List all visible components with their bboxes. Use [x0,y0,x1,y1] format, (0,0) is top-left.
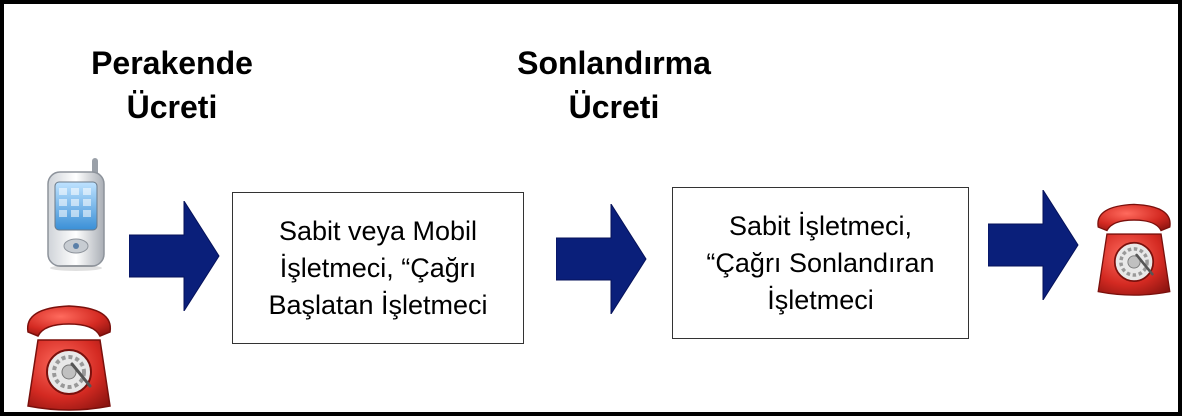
originating-operator-line3: Başlatan İşletmeci [268,289,488,320]
originating-operator-line1: Sabit veya Mobil [278,215,478,246]
retail-fee-heading-line1: Perakende [91,45,253,81]
retail-fee-heading: Perakende Ücreti [82,41,262,129]
mobile-phone-icon [47,158,105,271]
termination-fee-heading-line2: Ücreti [568,89,660,125]
terminating-operator-line1: Sabit İşletmeci, [728,210,913,241]
terminating-operator-box: Sabit İşletmeci, “Çağrı Sonlandıran İşle… [672,187,969,339]
red-telephone-icon [1097,203,1171,296]
retail-fee-heading-line2: Ücreti [126,89,218,125]
originating-operator-line2: İşletmeci, “Çağrı [279,252,477,283]
terminating-operator-line3: İşletmeci [767,284,874,315]
originating-operator-box: Sabit veya Mobil İşletmeci, “Çağrı Başla… [232,192,524,344]
terminating-operator-line2: “Çağrı Sonlandıran [706,247,935,278]
arrow-right-icon [556,204,647,314]
termination-fee-heading-line1: Sonlandırma [517,45,711,81]
arrow-right-icon [988,190,1079,300]
arrow-right-icon [129,201,220,311]
red-telephone-icon [27,305,111,411]
termination-fee-heading: Sonlandırma Ücreti [504,41,724,129]
